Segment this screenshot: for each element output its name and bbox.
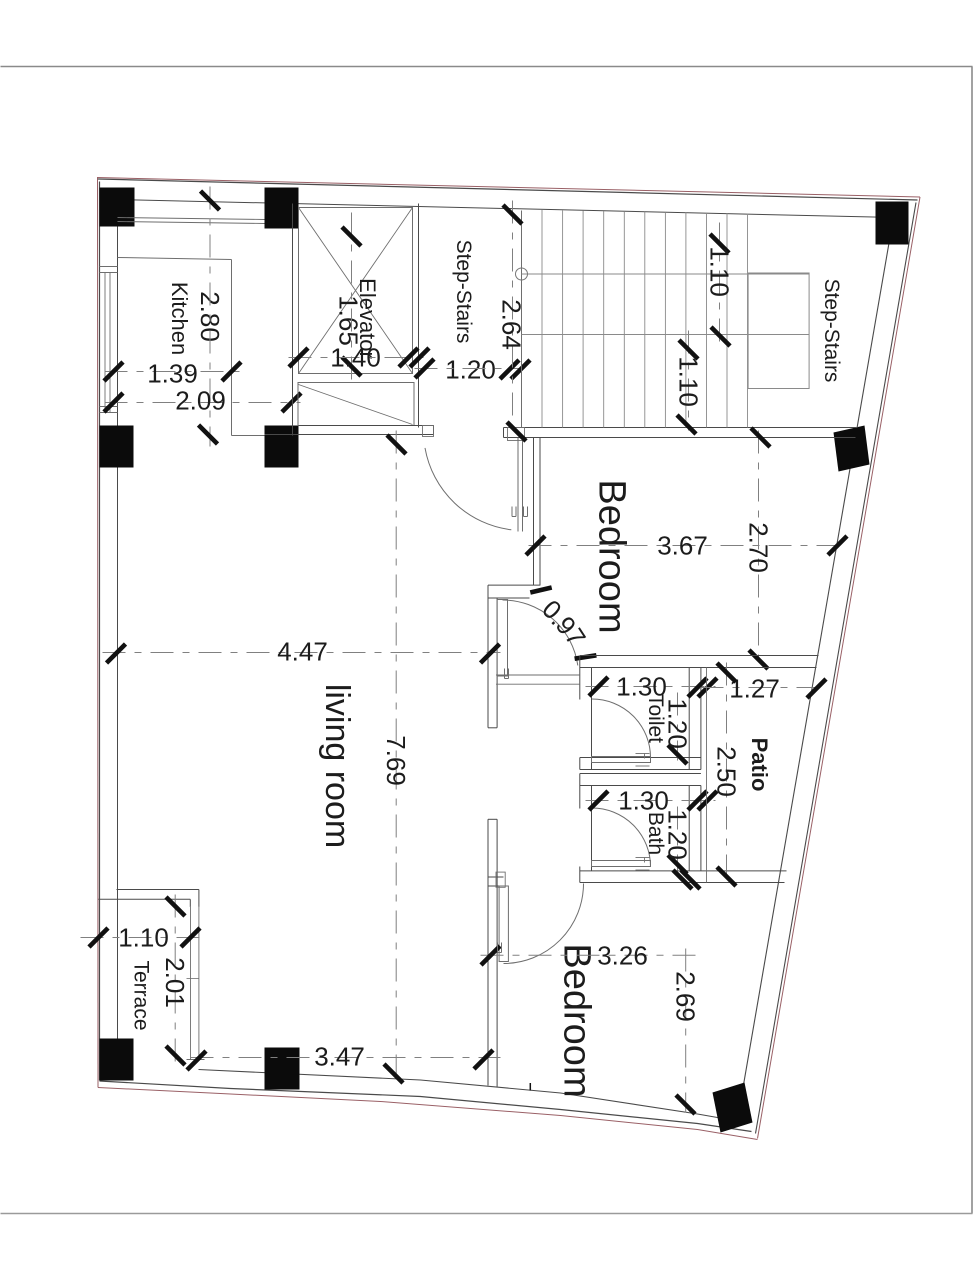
svg-text:Patio: Patio	[747, 738, 772, 792]
svg-text:1.20: 1.20	[663, 809, 693, 860]
svg-text:1.20: 1.20	[663, 698, 693, 749]
svg-text:1.39: 1.39	[147, 359, 198, 389]
svg-text:Bedroom: Bedroom	[591, 479, 633, 633]
svg-text:1.40: 1.40	[330, 343, 381, 373]
svg-text:4.47: 4.47	[277, 637, 328, 667]
svg-text:1.30: 1.30	[618, 786, 669, 816]
svg-text:Bedroom: Bedroom	[556, 943, 598, 1097]
svg-text:Toilet: Toilet	[644, 694, 667, 743]
svg-text:3.47: 3.47	[314, 1042, 365, 1072]
svg-text:2.69: 2.69	[671, 971, 701, 1022]
svg-text:Step-Stairs: Step-Stairs	[820, 279, 843, 383]
svg-text:2.64: 2.64	[497, 299, 527, 350]
svg-text:living room: living room	[318, 684, 356, 848]
svg-text:2.01: 2.01	[160, 957, 190, 1008]
svg-text:1.65: 1.65	[334, 295, 364, 346]
svg-text:1.10: 1.10	[674, 356, 704, 407]
svg-text:1.10: 1.10	[705, 246, 735, 297]
svg-text:2.09: 2.09	[175, 386, 226, 416]
svg-text:1.10: 1.10	[118, 923, 169, 953]
svg-text:1.27: 1.27	[729, 674, 780, 704]
svg-text:Step-Stairs: Step-Stairs	[452, 240, 475, 344]
svg-text:7.69: 7.69	[381, 735, 411, 786]
svg-text:3.67: 3.67	[657, 531, 708, 561]
svg-text:1.20: 1.20	[445, 355, 496, 385]
svg-text:2.50: 2.50	[712, 746, 742, 797]
svg-text:Elevator: Elevator	[355, 278, 380, 359]
svg-text:Bath: Bath	[644, 812, 667, 855]
svg-text:Terrace: Terrace	[130, 960, 153, 1030]
svg-text:2.70: 2.70	[744, 522, 774, 573]
svg-text:3.26: 3.26	[597, 941, 648, 971]
svg-text:1.30: 1.30	[616, 672, 667, 702]
svg-text:Kitchen: Kitchen	[167, 282, 192, 355]
